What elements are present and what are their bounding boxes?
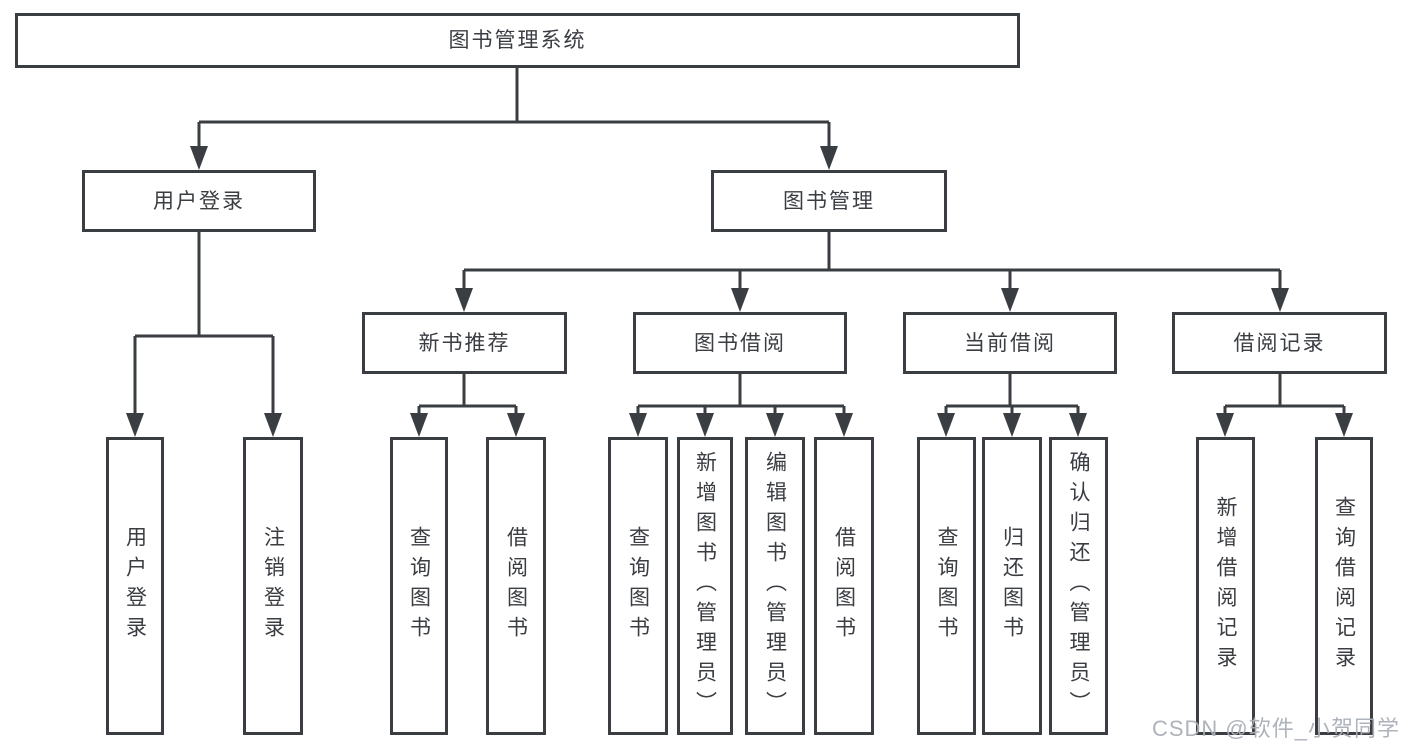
arrowhead (937, 413, 955, 437)
leaf-borrow-books: 借阅图书 (814, 437, 874, 735)
node-borrow-records: 借阅记录 (1172, 312, 1387, 374)
node-current-borrow: 当前借阅 (903, 312, 1117, 374)
node-user-login: 用户登录 (82, 170, 316, 232)
arrowhead (410, 413, 428, 437)
leaf-add-borrow-record: 新增借阅记录 (1196, 437, 1255, 735)
leaf-user-login: 用户登录 (106, 437, 164, 735)
arrowhead (696, 413, 714, 437)
leaf-add-books-admin: 新增图书（管理员） (677, 437, 733, 735)
arrowhead (1216, 413, 1234, 437)
leaf-return-books: 归还图书 (982, 437, 1042, 735)
leaf-borrow-query-books: 查询图书 (608, 437, 668, 735)
arrowhead (835, 413, 853, 437)
node-library-system: 图书管理系统 (15, 13, 1020, 68)
arrowhead (1003, 413, 1021, 437)
leaf-confirm-return-admin: 确认归还（管理员） (1049, 437, 1108, 735)
arrowhead (507, 413, 525, 437)
arrowhead (190, 146, 208, 170)
leaf-edit-books-admin: 编辑图书（管理员） (745, 437, 805, 735)
leaf-current-query-books: 查询图书 (917, 437, 976, 735)
node-book-borrow: 图书借阅 (633, 312, 847, 374)
arrowhead (455, 288, 473, 312)
arrowhead (1001, 288, 1019, 312)
node-new-book-recommend: 新书推荐 (362, 312, 567, 374)
leaf-query-borrow-record: 查询借阅记录 (1315, 437, 1373, 735)
watermark: CSDN @软件_小贺同学 (1151, 716, 1400, 741)
arrowhead (1335, 413, 1353, 437)
arrowhead (731, 288, 749, 312)
leaf-recommend-query-books: 查询图书 (390, 437, 448, 735)
leaf-recommend-borrow-books: 借阅图书 (486, 437, 546, 735)
arrowhead (820, 146, 838, 170)
leaf-logout: 注销登录 (243, 437, 303, 735)
arrowhead (629, 413, 647, 437)
arrowhead (264, 413, 282, 437)
arrowhead (766, 413, 784, 437)
arrowhead (126, 413, 144, 437)
arrowhead (1271, 288, 1289, 312)
node-book-management: 图书管理 (711, 170, 947, 232)
arrowhead (1069, 413, 1087, 437)
